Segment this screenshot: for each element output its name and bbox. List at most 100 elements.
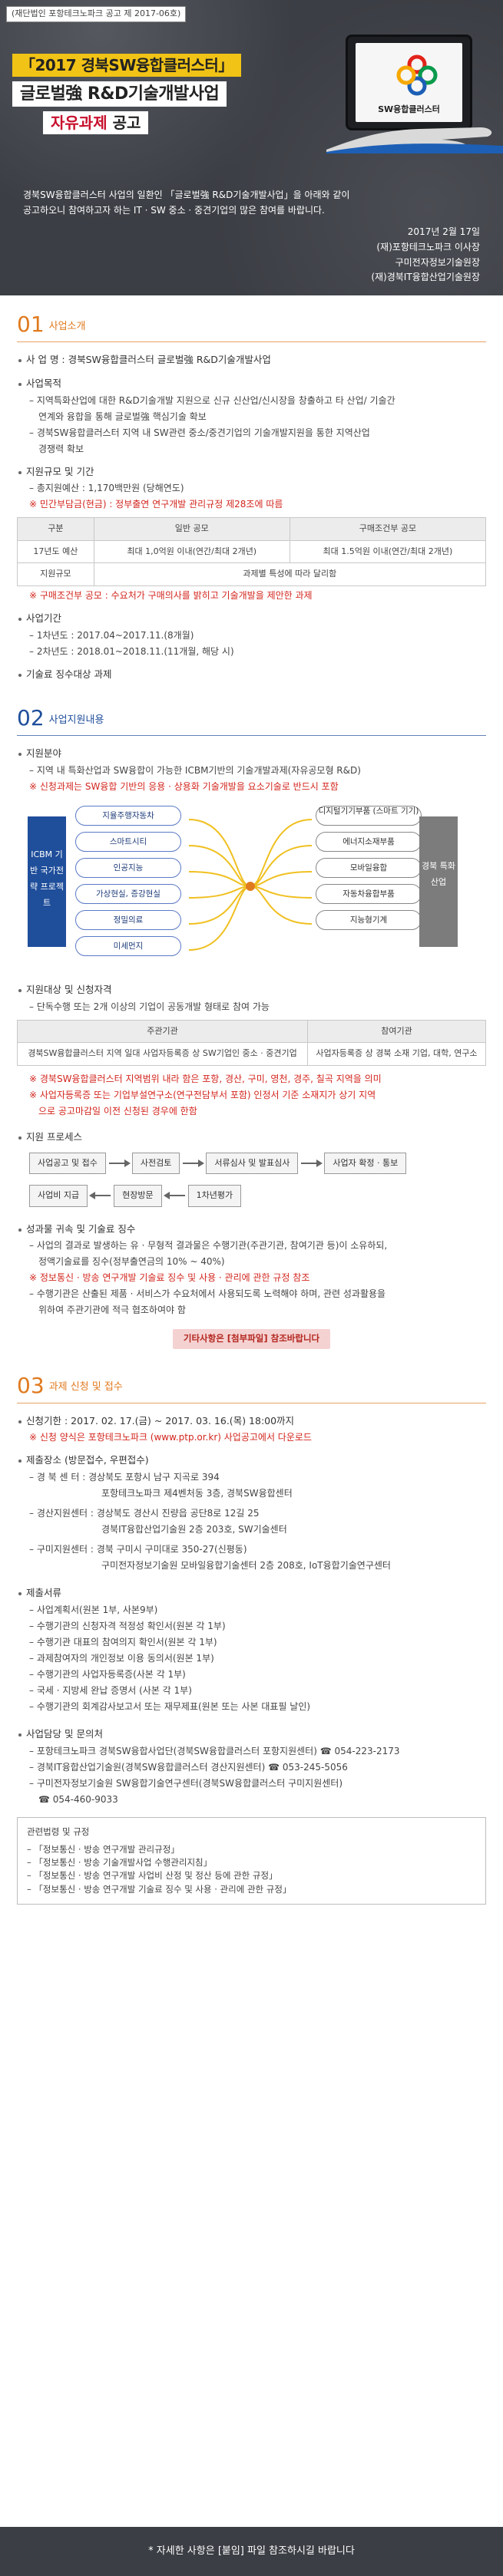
diagram-right-column: 디지털기기부품 (스마트 기기) 에너지소재부품 모바일융합 자동차융합부품 지… (316, 806, 422, 936)
section-01-title: 사업소개 (48, 320, 86, 332)
period-line: – 2차년도 : 2018.01~2018.11.(11개월, 해당 시) (29, 645, 234, 657)
process-step: 사업자 확정 · 통보 (324, 1152, 407, 1174)
section-02-number: 02 (17, 705, 45, 731)
cluster-logo-icon (396, 54, 438, 96)
target-note: ※ 경북SW융합클러스터 지역범위 내라 함은 포항, 경산, 구미, 영천, … (29, 1073, 382, 1084)
form-note: ※ 신청 양식은 포항테크노파크 (www.ptp.or.kr) 사업공고에서 … (29, 1432, 312, 1443)
target-note: ※ 사업자등록증 또는 기업부설연구소(연구전담부서 포함) 인정서 기준 소재… (29, 1089, 376, 1100)
process-heading: 지원 프로세스 (17, 1130, 486, 1145)
table-header-row: 구분 일반 공모 구매조건부 공모 (17, 517, 487, 541)
result-line: – 사업의 결과로 발생하는 유 · 무형적 결과물은 수행기관(주관기관, 참… (29, 1240, 388, 1252)
section-01-divider (17, 341, 486, 342)
arrow-right-icon (180, 1159, 206, 1168)
logo-caption: SW융합클러스터 (378, 104, 440, 114)
table-header: 일반 공모 (93, 517, 290, 541)
diagram-item: 자동차융합부품 (316, 884, 422, 904)
section-03-number: 03 (17, 1372, 45, 1398)
apply-period: 신청기한 : 2017. 02. 17.(금) ~ 2017. 03. 16.(… (17, 1414, 486, 1429)
diagram-item: 디지털기기부품 (스마트 기기) (316, 806, 422, 826)
banner-title-highlight: 자유과제 (51, 114, 108, 132)
hand-illustration-icon (326, 127, 503, 153)
regulation-item: – 「정보통신 · 방송 연구개발 기술료 징수 및 사용 · 관리에 관한 규… (27, 1883, 292, 1895)
royalty-type: 기술료 징수대상 과제 (17, 668, 486, 682)
diagram-item: 스마트시티 (75, 832, 181, 852)
convergence-connector-icon (189, 819, 312, 951)
etc-pill-wrap: 기타사항은 [첨부파일] 참조바랍니다 (17, 1329, 486, 1349)
budget-table: 구분 일반 공모 구매조건부 공모 17년도 예산 최대 1,0억원 이내(연간… (17, 517, 487, 586)
intro-line2: 공고하오니 참여하고자 하는 IT · SW 중소 · 중견기업의 많은 참여를… (23, 205, 325, 216)
result-line: 위하여 주관기관에 적극 협조하여야 함 (38, 1304, 186, 1316)
field-note: ※ 신청과제는 SW융합 기반의 응용 · 상용화 기술개발을 요소기술로 반드… (29, 781, 339, 792)
signer-3: (재)경북IT융합산업기술원장 (371, 272, 480, 283)
header-banner: (재단법인 포항테크노파크 공고 제 2017-06호) 「2017 경북SW융… (0, 0, 503, 295)
table-header: 구매조건부 공모 (289, 517, 487, 541)
diagram-item: 가상현실, 증강현실 (75, 884, 181, 904)
docs-heading: 제출서류 (17, 1586, 486, 1601)
section-02-heading: 02 사업지원내용 (17, 707, 486, 729)
table-cell: 사업자등록증 상 경북 소재 기업, 대학, 연구소 (306, 1042, 487, 1066)
target-line: – 단독수행 또는 2개 이상의 기업이 공동개발 형태로 참여 가능 (29, 1001, 270, 1012)
process-step: 서류심사 및 발표심사 (206, 1152, 299, 1174)
related-regulations-box: 관련법령 및 규정 – 「정보통신 · 방송 연구개발 관리규정」 – 「정보통… (17, 1816, 486, 1905)
submit-line: – 경 북 센 터 : 경상북도 포항시 남구 지곡로 394 (29, 1472, 220, 1483)
submit-line: – 경산지원센터 : 경상북도 경산시 진량읍 공단8로 12길 25 (29, 1508, 260, 1519)
signer-1: (재)포항테크노파크 이사장 (376, 241, 480, 252)
notice-number-tag: (재단법인 포항테크노파크 공고 제 2017-06호) (6, 6, 187, 22)
docs-line: – 수행기관의 신청자격 적정성 확인서(원본 각 1부) (29, 1620, 226, 1631)
process-row-2: 사업비 지급 현장방문 1차년평가 (29, 1185, 486, 1207)
sw-convergence-diagram: ICBM 기반 국가전략 프로젝트 지율주행자동차 스마트시티 인공지능 가상현… (28, 801, 458, 974)
banner-title-line3: 자유과제 공고 (43, 111, 149, 134)
banner-title-line2: 글로벌強 R&D기술개발사업 (12, 81, 227, 107)
contact-heading: 사업담당 및 문의처 (17, 1727, 486, 1742)
submit-line: – 구미지원센터 : 경북 구미시 구미대로 350-27(신평동) (29, 1544, 247, 1555)
process-step: 사업비 지급 (29, 1185, 88, 1207)
diagram-item: 미세먼지 (75, 936, 181, 956)
section-03-title: 과제 신청 및 접수 (48, 1381, 123, 1393)
target-heading: 지원대상 및 신청자격 (17, 983, 486, 998)
arrow-right-icon (298, 1159, 324, 1168)
table-note: ※ 구매조건부 공모 : 수요처가 구매의사를 밝히고 기술개발을 제안한 과제 (29, 589, 313, 601)
regulations-heading: 관련법령 및 규정 (27, 1826, 90, 1837)
docs-line: – 수행기관의 사업자등록증(사본 각 1부) (29, 1668, 186, 1680)
section-03-heading: 03 과제 신청 및 접수 (17, 1372, 486, 1398)
table-row: 지원규모 과제별 특성에 따라 달리함 (17, 562, 487, 586)
docs-line: – 수행기관 대표의 참여의지 확인서(원본 각 1부) (29, 1636, 217, 1648)
table-cell: 최대 1.5억원 이내(연간/최대 2개년) (289, 539, 487, 564)
docs-line: – 수행기관의 회계감사보고서 또는 재무제표(원본 또는 사본 대표필 날인) (29, 1700, 311, 1712)
regulation-item: – 「정보통신 · 방송 연구개발 관리규정」 (27, 1843, 180, 1855)
banner-title-block: 「2017 경북SW융합클러스터」 글로벌強 R&D기술개발사업 자유과제 공고 (12, 54, 241, 134)
arrow-left-icon (162, 1191, 188, 1200)
result-note: ※ 정보통신 · 방송 연구개발 기술료 징수 및 사용 · 관리에 관한 규정… (29, 1272, 310, 1284)
arrow-left-icon (88, 1191, 114, 1200)
period-heading: 사업기간 (17, 612, 486, 626)
signature-block: 2017년 2월 17일 (재)포항테크노파크 이사장 구미전자정보기술원장 (… (23, 225, 480, 285)
table-cell: 최대 1,0억원 이내(연간/최대 2개년) (93, 539, 290, 564)
table-cell: 지원규모 (17, 562, 94, 586)
regulation-item: – 「정보통신 · 방송 연구개발 사업비 산정 및 정산 등에 관한 규정」 (27, 1870, 278, 1882)
budget-note: ※ 민간부담금(현금) : 정부출연 연구개발 관리규정 제28조에 따름 (29, 499, 283, 510)
table-cell: 17년도 예산 (17, 539, 94, 564)
intro-text: 경북SW융합클러스터 사업의 일환인 「글로벌強 R&D기술개발사업」을 아래와… (0, 188, 503, 285)
submit-line: 구미전자정보기술원 모바일융합기술센터 2층 208호, IoT융합기술연구센터 (101, 1560, 391, 1571)
purpose-line: – 경북SW융합클러스터 지역 내 SW관련 중소/중견기업의 기술개발지원을 … (29, 427, 370, 438)
contact-line: ☎ 054-460-9033 (38, 1793, 118, 1805)
section-01-number: 01 (17, 312, 45, 337)
field-heading: 지원분야 (17, 747, 486, 761)
section-02-divider (17, 735, 486, 737)
process-step: 현장방문 (114, 1185, 162, 1207)
notice-date: 2017년 2월 17일 (407, 226, 480, 237)
purpose-heading: 사업목적 (17, 377, 486, 391)
arrow-right-icon (106, 1159, 132, 1168)
contact-line: – 경북IT융합산업기술원(경북SW융합클러스터 경산지원센터) ☎ 053-2… (29, 1761, 348, 1773)
diagram-left-column: 지율주행자동차 스마트시티 인공지능 가상현실, 증강현실 정밀의료 미세먼지 (75, 806, 181, 962)
table-row: 경북SW융합클러스터 지역 일대 사업자등록증 상 SW기업인 중소 · 중견기… (17, 1042, 487, 1066)
diagram-right-label: 경북 특화 산업 (419, 816, 458, 947)
period-line: – 1차년도 : 2017.04~2017.11.(8개월) (29, 629, 194, 641)
process-step: 사전검토 (131, 1152, 180, 1174)
purpose-line: – 지역특화산업에 대한 R&D기술개발 지원으로 신규 신산업/신시장을 창출… (29, 394, 395, 406)
table-header-row: 주관기관 참여기관 (17, 1019, 487, 1044)
intro-line1: 경북SW융합클러스터 사업의 일환인 「글로벌強 R&D기술개발사업」을 아래와… (23, 190, 350, 200)
diagram-item: 정밀의료 (75, 910, 181, 930)
target-note: 으로 공고마감일 이전 신청된 경우에 한함 (38, 1105, 197, 1116)
